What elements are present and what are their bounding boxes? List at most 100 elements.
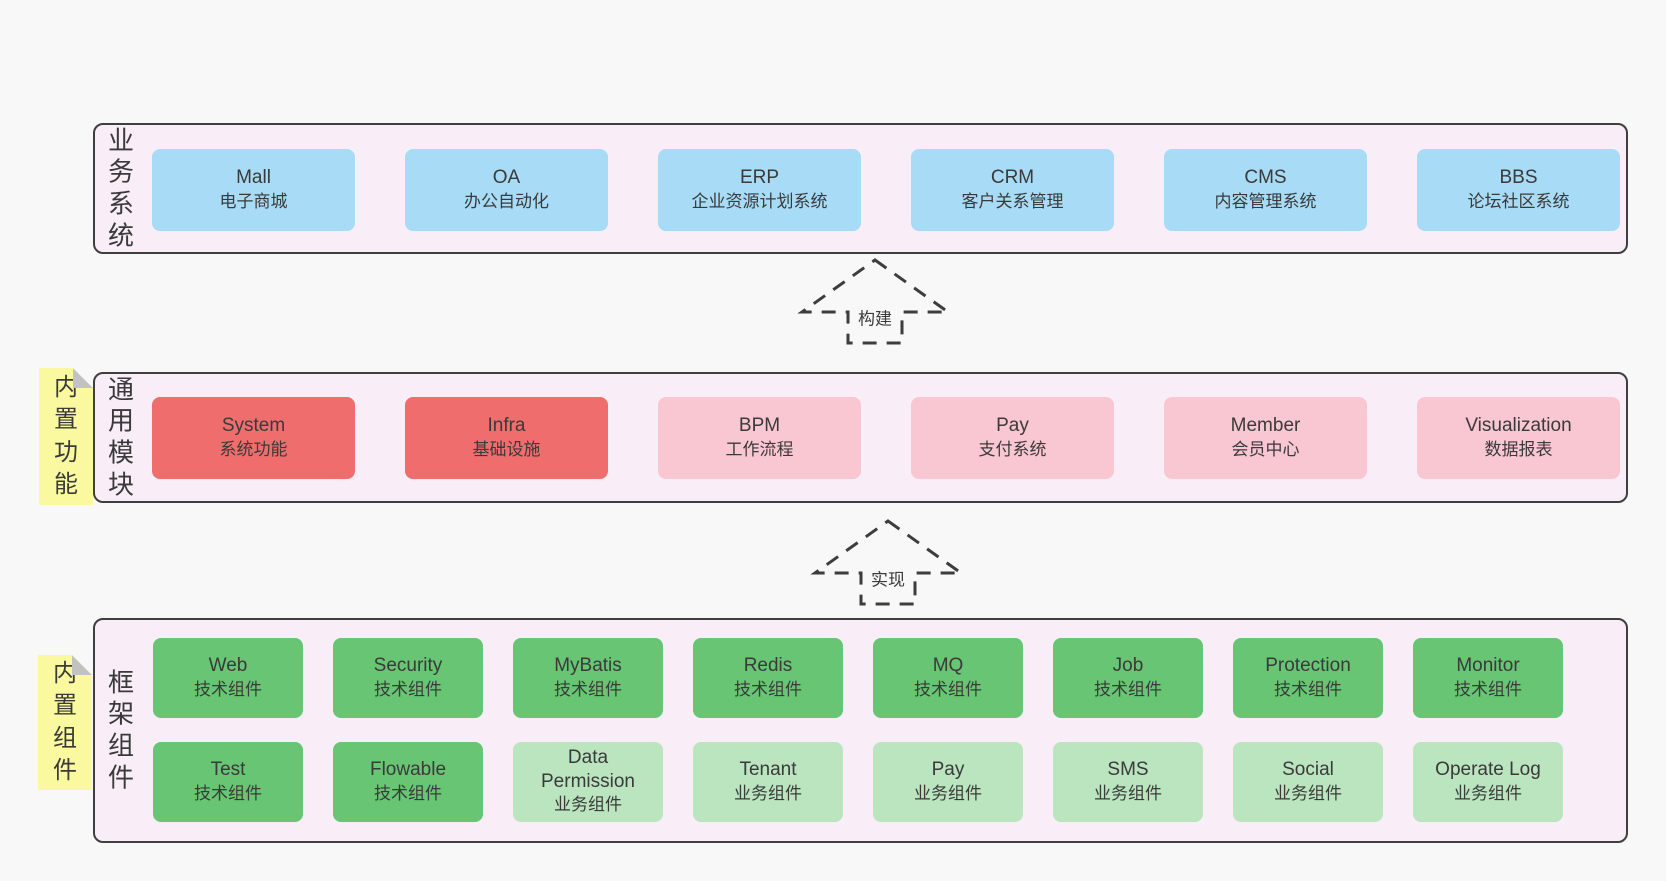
box-title: System <box>221 414 286 436</box>
sticky-note-built-in-components: 内置组件 <box>38 655 92 790</box>
implement-arrow: 实现 <box>803 518 973 606</box>
box-title: SMS <box>1107 758 1149 780</box>
box-title: Mall <box>236 166 271 188</box>
box-title: Operate Log <box>1435 758 1541 780</box>
box-social: Social 业务组件 <box>1233 742 1383 822</box>
box-subtitle: 电子商城 <box>219 191 288 211</box>
note-label: 内置功能 <box>54 373 78 498</box>
arrow-label: 构建 <box>855 304 895 330</box>
box-tenant: Tenant 业务组件 <box>693 742 843 822</box>
box-job: Job 技术组件 <box>1053 638 1203 718</box>
box-title: Pay <box>931 758 965 780</box>
box-subtitle: 论坛社区系统 <box>1467 191 1570 211</box>
box-title: OA <box>492 166 521 188</box>
box-title: Redis <box>743 654 793 676</box>
box-operate-log: Operate Log 业务组件 <box>1413 742 1563 822</box>
box-oa: OA 办公自动化 <box>405 149 608 231</box>
box-title: Member <box>1230 414 1301 436</box>
box-subtitle: 会员中心 <box>1231 439 1300 459</box>
box-title: BPM <box>738 414 781 436</box>
box-title: BBS <box>1499 166 1538 188</box>
box-subtitle: 业务组件 <box>914 783 982 803</box>
box-subtitle: 业务组件 <box>734 783 802 803</box>
arrow-label: 实现 <box>868 565 908 591</box>
box-subtitle: 技术组件 <box>194 679 262 699</box>
box-visualization: Visualization 数据报表 <box>1417 397 1620 479</box>
box-subtitle: 技术组件 <box>1454 679 1522 699</box>
note-label: 内置组件 <box>53 659 77 784</box>
box-bbs: BBS 论坛社区系统 <box>1417 149 1620 231</box>
box-sms: SMS 业务组件 <box>1053 742 1203 822</box>
box-subtitle: 技术组件 <box>374 679 442 699</box>
box-mybatis: MyBatis 技术组件 <box>513 638 663 718</box>
section-business-systems: 业务系统 Mall 电子商城 OA 办公自动化 ERP 企业资源计划系统 CRM… <box>93 123 1628 254</box>
section-framework-components: 框架组件 Web 技术组件 Security 技术组件 MyBatis 技术组件… <box>93 618 1628 843</box>
box-subtitle: 业务组件 <box>1094 783 1162 803</box>
box-title: MyBatis <box>554 654 622 676</box>
box-security: Security 技术组件 <box>333 638 483 718</box>
box-title: Monitor <box>1456 654 1520 676</box>
box-title: Social <box>1282 758 1334 780</box>
box-monitor: Monitor 技术组件 <box>1413 638 1563 718</box>
arrow-up-icon <box>810 519 966 606</box>
sticky-note-built-in-features: 内置功能 <box>39 368 93 505</box>
note-fold-icon <box>73 368 93 388</box>
box-subtitle: 技术组件 <box>194 783 262 803</box>
box-crm: CRM 客户关系管理 <box>911 149 1114 231</box>
box-pay-module: Pay 支付系统 <box>911 397 1114 479</box>
note-fold-icon <box>72 655 92 675</box>
arrow-up-icon <box>797 258 953 345</box>
box-title: Infra <box>487 414 526 436</box>
build-arrow: 构建 <box>790 257 960 345</box>
box-subtitle: 工作流程 <box>725 439 794 459</box>
box-cms: CMS 内容管理系统 <box>1164 149 1367 231</box>
section-label: 通用模块 <box>107 374 134 500</box>
section-common-modules: 通用模块 System 系统功能 Infra 基础设施 BPM 工作流程 Pay… <box>93 372 1628 503</box>
box-title: MQ <box>932 654 964 676</box>
box-subtitle: 数据报表 <box>1484 439 1553 459</box>
box-title: Protection <box>1265 654 1351 676</box>
box-subtitle: 内容管理系统 <box>1214 191 1317 211</box>
box-mall: Mall 电子商城 <box>152 149 355 231</box>
box-title: Security <box>373 654 443 676</box>
box-subtitle: 企业资源计划系统 <box>691 191 828 211</box>
box-title: Test <box>210 758 246 780</box>
box-title: Tenant <box>739 758 797 780</box>
section-label: 业务系统 <box>107 125 134 251</box>
box-title: CRM <box>990 166 1035 188</box>
box-subtitle: 技术组件 <box>734 679 802 699</box>
box-subtitle: 客户关系管理 <box>961 191 1064 211</box>
box-infra: Infra 基础设施 <box>405 397 608 479</box>
box-subtitle: 技术组件 <box>914 679 982 699</box>
box-subtitle: 技术组件 <box>374 783 442 803</box>
box-test: Test 技术组件 <box>153 742 303 822</box>
box-subtitle: 技术组件 <box>1274 679 1342 699</box>
box-subtitle: 办公自动化 <box>464 191 549 211</box>
box-web: Web 技术组件 <box>153 638 303 718</box>
box-bpm: BPM 工作流程 <box>658 397 861 479</box>
box-subtitle: 业务组件 <box>1274 783 1342 803</box>
box-member: Member 会员中心 <box>1164 397 1367 479</box>
box-title: CMS <box>1244 166 1287 188</box>
box-title: Job <box>1112 654 1144 676</box>
box-title: Flowable <box>369 758 447 780</box>
box-subtitle: 技术组件 <box>1094 679 1162 699</box>
box-title: Web <box>208 654 248 676</box>
box-pay-component: Pay 业务组件 <box>873 742 1023 822</box>
box-subtitle: 系统功能 <box>219 439 288 459</box>
box-subtitle: 支付系统 <box>978 439 1047 459</box>
box-title: Data Permission <box>541 746 635 792</box>
box-redis: Redis 技术组件 <box>693 638 843 718</box>
box-subtitle: 技术组件 <box>554 679 622 699</box>
section-label: 框架组件 <box>107 667 134 793</box>
box-subtitle: 业务组件 <box>1454 783 1522 803</box>
box-flowable: Flowable 技术组件 <box>333 742 483 822</box>
box-protection: Protection 技术组件 <box>1233 638 1383 718</box>
box-title: Visualization <box>1465 414 1572 436</box>
box-title: Pay <box>996 414 1029 436</box>
box-system: System 系统功能 <box>152 397 355 479</box>
box-title: ERP <box>739 166 780 188</box>
box-data-permission: Data Permission 业务组件 <box>513 742 663 822</box>
box-subtitle: 业务组件 <box>554 795 622 815</box>
